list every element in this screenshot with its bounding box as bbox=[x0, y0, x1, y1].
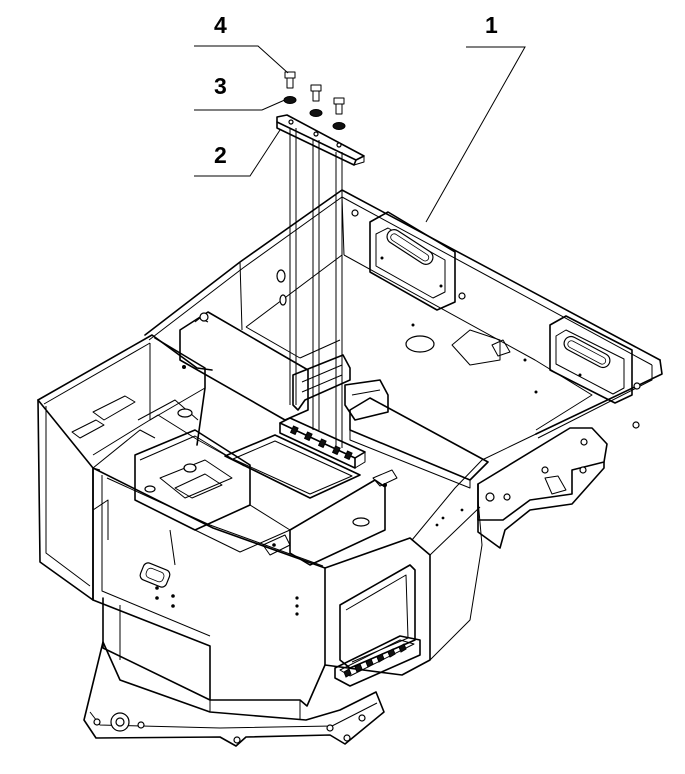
bolt bbox=[310, 84, 322, 102]
washer bbox=[309, 109, 323, 117]
washer bbox=[283, 96, 297, 104]
bolt bbox=[284, 71, 296, 89]
callout-3: 3 bbox=[194, 73, 288, 111]
callout-label-1: 1 bbox=[485, 12, 498, 38]
callout-label-2: 2 bbox=[214, 142, 227, 168]
callout-2: 2 bbox=[194, 129, 281, 177]
washer-set bbox=[283, 96, 346, 130]
main-frame bbox=[37, 189, 663, 720]
back-wall-features bbox=[276, 209, 641, 429]
cross-beam bbox=[179, 311, 489, 489]
leader-line-1 bbox=[425, 46, 526, 223]
callout-1: 1 bbox=[425, 12, 526, 223]
handle-pad-right bbox=[549, 315, 633, 404]
callout-4: 4 bbox=[194, 12, 289, 74]
callout-label-3: 3 bbox=[214, 73, 227, 99]
leader-line-4 bbox=[194, 45, 289, 74]
leader-line-3 bbox=[194, 98, 288, 111]
front-face-holes bbox=[295, 508, 464, 616]
washer bbox=[332, 122, 346, 130]
handle-pad-left bbox=[369, 211, 456, 311]
leader-line-2 bbox=[194, 129, 281, 177]
clamp-bar bbox=[276, 114, 365, 166]
lifting-bracket bbox=[477, 427, 608, 549]
step bbox=[334, 564, 421, 687]
bolt bbox=[333, 97, 345, 115]
callout-label-4: 4 bbox=[214, 12, 227, 38]
bolt-set bbox=[284, 71, 345, 115]
base-plate bbox=[83, 641, 385, 747]
interior-compartments bbox=[71, 337, 398, 566]
